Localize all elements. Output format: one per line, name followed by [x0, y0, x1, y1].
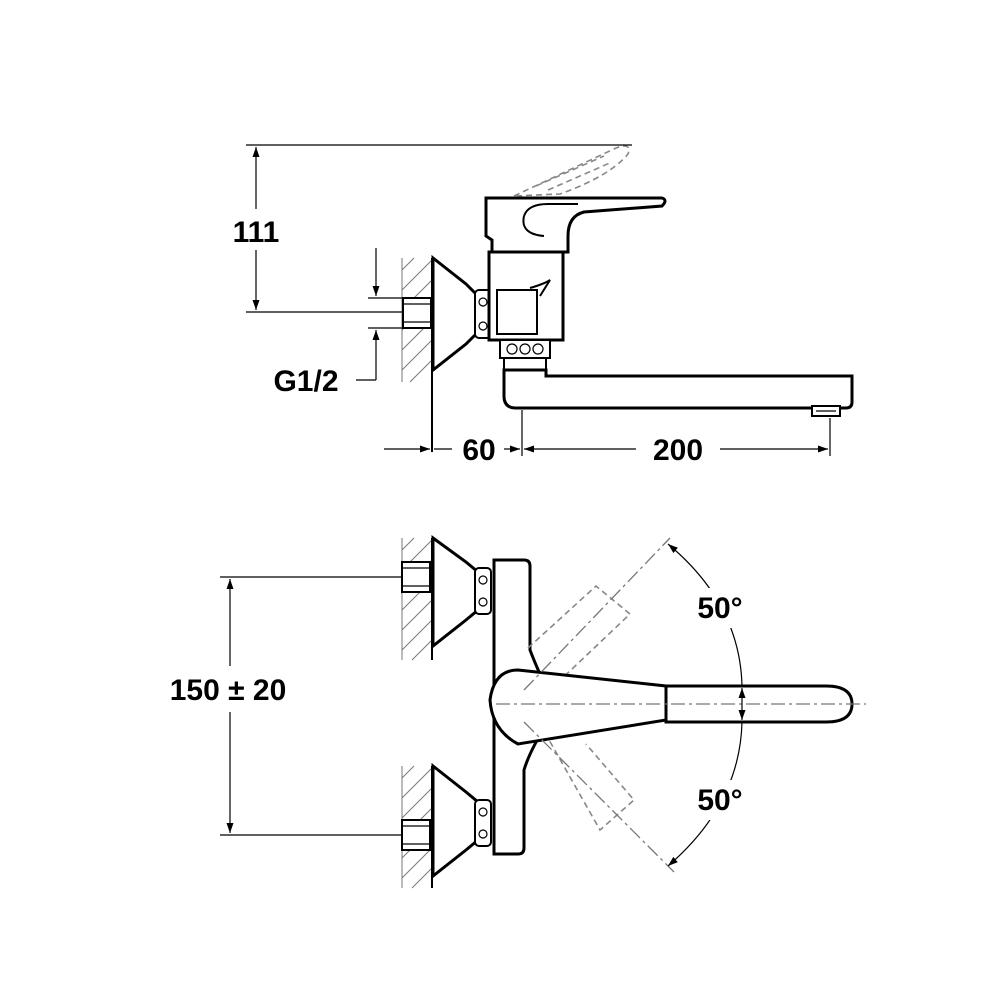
- lever-handle-top: [488, 668, 668, 746]
- dim-thread-label: G1/2: [273, 365, 338, 398]
- lever-ghost-up: [527, 584, 632, 689]
- side-view: 111 G1/2 60 200: [233, 144, 854, 467]
- mixer-body: [487, 250, 565, 342]
- angle-up-label: 50°: [697, 592, 742, 625]
- wall-hatching-top: [401, 537, 433, 661]
- inlet-connector: [402, 297, 432, 329]
- lower-rosette: [431, 762, 480, 880]
- spout: [502, 368, 854, 410]
- lower-inlet-connector: [401, 819, 431, 851]
- upper-rosette: [431, 535, 480, 650]
- dim-111-label: 111: [233, 216, 280, 249]
- rotation-line-down: [523, 721, 675, 873]
- temperature-mark: [529, 279, 551, 297]
- upper-nut: [474, 567, 492, 615]
- upper-inlet-connector: [401, 561, 431, 593]
- lever-handle: [484, 196, 667, 254]
- angle-down-label: 50°: [697, 784, 742, 817]
- top-view: 50° 50° 150 ± 20: [150, 535, 866, 889]
- wall-rosette: [431, 254, 480, 374]
- dim-60-label: 60: [462, 434, 495, 467]
- lower-nut: [474, 799, 492, 847]
- dim-200-label: 200: [653, 434, 703, 467]
- dim-150-label: 150 ± 20: [170, 674, 287, 707]
- lever-ghost-down: [539, 723, 636, 832]
- lever-raised-ghost: [513, 145, 630, 197]
- rotation-line-up: [523, 537, 671, 691]
